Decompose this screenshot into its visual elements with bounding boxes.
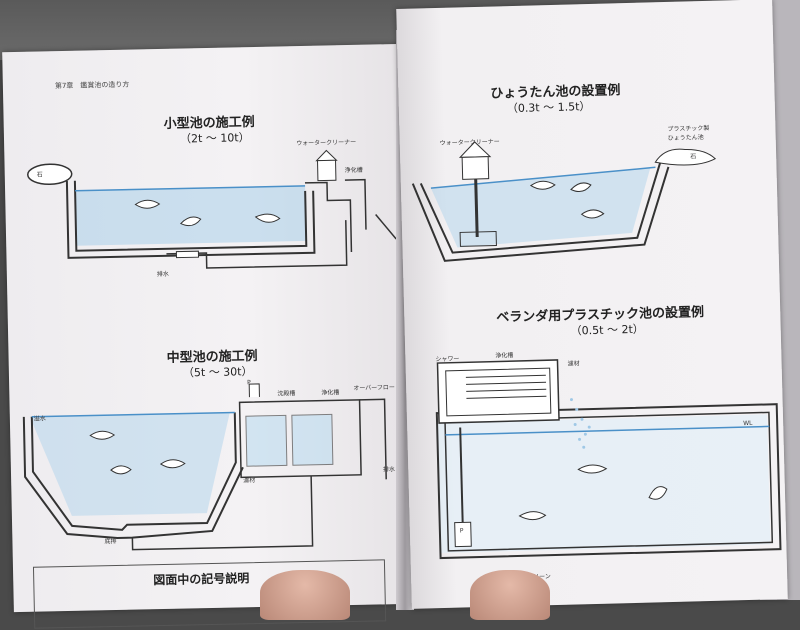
medium-pond-diagram bbox=[22, 383, 387, 551]
legend-title: 図面中の記号説明 bbox=[153, 571, 250, 588]
veranda-pond-shower-label: シャワー bbox=[435, 355, 460, 364]
medium-pond-overflow-label: オーバーフロー bbox=[353, 384, 395, 392]
finger bbox=[260, 570, 350, 620]
gourd-pond-stone-label: 石 bbox=[690, 153, 697, 161]
gourd-pond-plastic-label: プラスチック製 ひょうたん池 bbox=[667, 124, 710, 142]
medium-pond-settling-label: 沈殿槽 bbox=[277, 390, 296, 398]
small-pond-drain-label: 排水 bbox=[156, 270, 169, 279]
gourd-pond-cleaner-label: ウォータークリーナー bbox=[439, 138, 500, 147]
veranda-pond-media-label: 濾材 bbox=[567, 360, 580, 368]
veranda-pond-wl-label: WL bbox=[743, 419, 753, 428]
veranda-pond-pump-label: P bbox=[459, 527, 464, 535]
small-pond-stone-label: 石 bbox=[36, 171, 43, 179]
veranda-pond-filter-label: 浄化槽 bbox=[495, 352, 514, 360]
medium-pond-bottom-drain-label: 底排 bbox=[104, 537, 117, 546]
fingers bbox=[260, 570, 800, 630]
finger bbox=[470, 570, 550, 620]
medium-pond-media-label: 濾材 bbox=[243, 477, 256, 485]
running-header: 第7章 鑑賞池の造り方 bbox=[54, 80, 130, 91]
veranda-pond-diagram bbox=[435, 359, 782, 560]
right-page: ひょうたん池の設置例 （0.3t ～ 1.5t） ウォータークリーナー プラスチ… bbox=[396, 0, 788, 609]
medium-pond-pump-label: P bbox=[247, 379, 251, 387]
medium-pond-inlet-label: 溢水 bbox=[33, 415, 46, 423]
veranda-pond-capacity: （0.5t ～ 2t） bbox=[570, 322, 644, 338]
gourd-pond-capacity: （0.3t ～ 1.5t） bbox=[506, 99, 591, 116]
small-pond-cleaner-label: ウォータークリーナー bbox=[296, 138, 357, 148]
left-page: 第7章 鑑賞池の造り方 小型池の施工例 （2t ～ 10t） 石 ウォータークリ… bbox=[2, 43, 414, 629]
medium-pond-filter-label: 浄化槽 bbox=[321, 389, 340, 397]
medium-pond-drain-label: 排水 bbox=[382, 466, 396, 474]
gourd-pond-diagram bbox=[411, 141, 717, 262]
small-pond-diagram bbox=[26, 149, 397, 269]
small-pond-filter-label: 浄化槽 bbox=[344, 166, 363, 175]
